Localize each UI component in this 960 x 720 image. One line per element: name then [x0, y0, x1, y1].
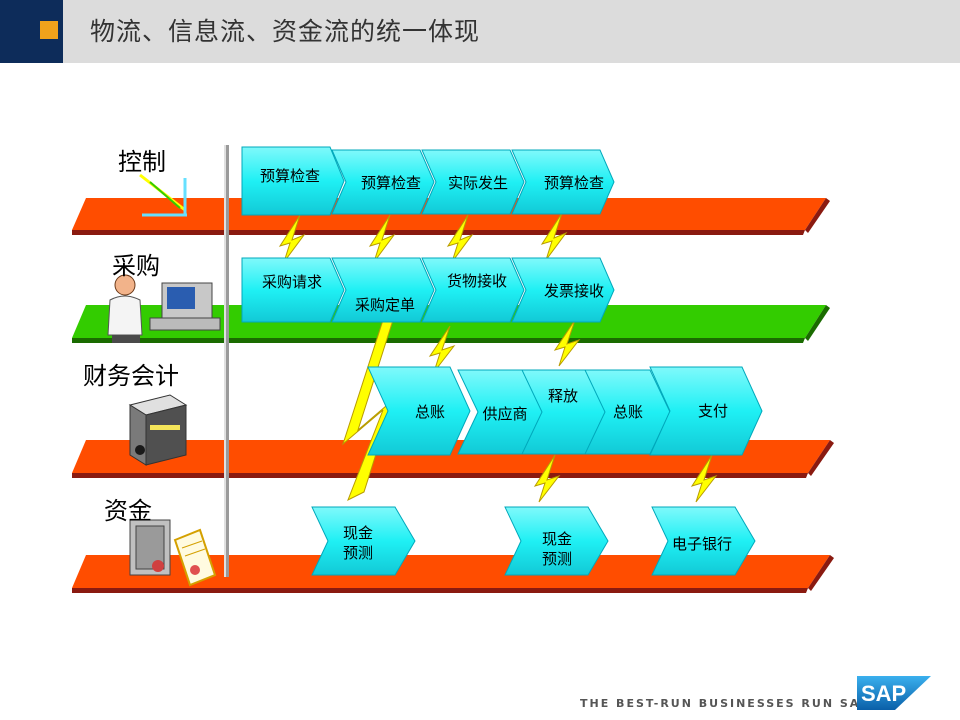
step-label: 采购请求 [262, 273, 322, 291]
footer-tagline: THE BEST-RUN BUSINESSES RUN SAP [580, 697, 871, 710]
step-label: 释放 [548, 387, 578, 405]
step-label-line2: 预测 [343, 544, 373, 562]
step-label: 预算检查 [260, 167, 320, 185]
lane-bar-treasury [72, 555, 834, 593]
step-release[interactable]: 释放 [521, 369, 616, 455]
step-label-line1: 现金 [542, 530, 572, 548]
step-purchase-requisition[interactable]: 采购请求 [241, 257, 345, 323]
step-label-line1: 现金 [343, 524, 373, 542]
lightning-bolt-connectors [278, 212, 718, 503]
bolt-9 [690, 454, 718, 503]
lane-label-finance: 财务会计 [83, 362, 179, 390]
brand-block [0, 0, 63, 63]
step-label: 总账 [613, 403, 643, 421]
step-label: 货物接收 [447, 272, 507, 290]
signal-icon [139, 173, 187, 217]
step-cash-forecast-1[interactable]: 现金 预测 [311, 506, 416, 576]
step-label: 电子银行 [672, 535, 732, 553]
step-budget-check-1[interactable]: 预算检查 [241, 146, 345, 216]
step-vendor[interactable]: 供应商 [457, 369, 551, 455]
server-binder-icon [128, 394, 188, 466]
step-budget-check-2[interactable]: 预算检查 [331, 149, 435, 215]
page-title: 物流、信息流、资金流的统一体现 [90, 17, 481, 46]
step-label: 支付 [698, 402, 728, 420]
person-at-computer-icon [107, 274, 221, 343]
step-general-ledger-2[interactable]: 总账 [584, 369, 671, 455]
lane-label-treasury: 资金 [104, 497, 152, 525]
step-goods-receipt[interactable]: 货物接收 [421, 257, 525, 323]
step-general-ledger-1[interactable]: 总账 [367, 366, 471, 456]
step-purchase-order[interactable]: 采购定单 [331, 257, 435, 323]
bolt-6 [553, 319, 581, 367]
bolt-8 [533, 454, 561, 503]
step-label: 总账 [415, 403, 445, 421]
sap-logo: SAP [857, 676, 931, 710]
step-label: 供应商 [482, 405, 527, 423]
divider-pole [224, 145, 229, 577]
lane-label-control: 控制 [118, 148, 166, 176]
title-bar: 物流、信息流、资金流的统一体现 [0, 0, 960, 63]
step-label: 预算检查 [544, 174, 604, 192]
step-label-line2: 预测 [542, 550, 572, 568]
step-label: 实际发生 [448, 174, 508, 192]
step-label: 采购定单 [355, 296, 415, 314]
bolt-7 [341, 319, 395, 502]
step-budget-check-3[interactable]: 预算检查 [511, 149, 615, 215]
sap-logo-text: SAP [861, 681, 906, 706]
step-electronic-banking[interactable]: 电子银行 [651, 506, 756, 576]
brand-square [40, 21, 58, 39]
step-cash-forecast-2[interactable]: 现金 预测 [504, 506, 609, 576]
safe-with-certificate-icon [129, 519, 217, 587]
step-label: 发票接收 [544, 282, 604, 300]
lane-label-purchasing: 采购 [112, 252, 160, 280]
step-label: 预算检查 [361, 174, 421, 192]
step-invoice-receipt[interactable]: 发票接收 [511, 257, 615, 323]
step-actual-occurrence[interactable]: 实际发生 [421, 149, 525, 215]
step-payment[interactable]: 支付 [649, 366, 763, 456]
